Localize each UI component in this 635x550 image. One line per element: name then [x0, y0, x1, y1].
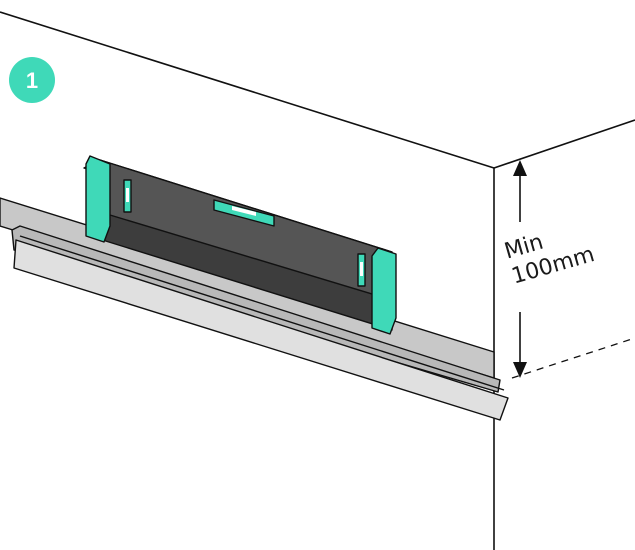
arrow-down-icon: [513, 362, 527, 378]
level-left-bubble: [126, 188, 129, 202]
dimension-label: Min 100mm: [502, 230, 598, 290]
arrow-up-icon: [513, 160, 527, 176]
dimension-indicator: [513, 160, 527, 378]
level-center-bubble: [232, 206, 256, 216]
step-badge: 1: [9, 57, 55, 103]
level-left-cap: [85, 155, 111, 243]
spirit-level: [83, 155, 397, 335]
ceiling-edge-right: [493, 119, 635, 169]
ceiling-edge-left: [0, 11, 495, 169]
rail-front-top-edge: [19, 235, 505, 391]
step-number: 1: [26, 68, 38, 93]
level-right-bubble: [360, 262, 363, 276]
level-right-cap: [371, 247, 397, 335]
reference-dashed-line: [511, 337, 635, 379]
rail-front-face: [13, 239, 509, 421]
step-badge-circle: [9, 57, 55, 103]
